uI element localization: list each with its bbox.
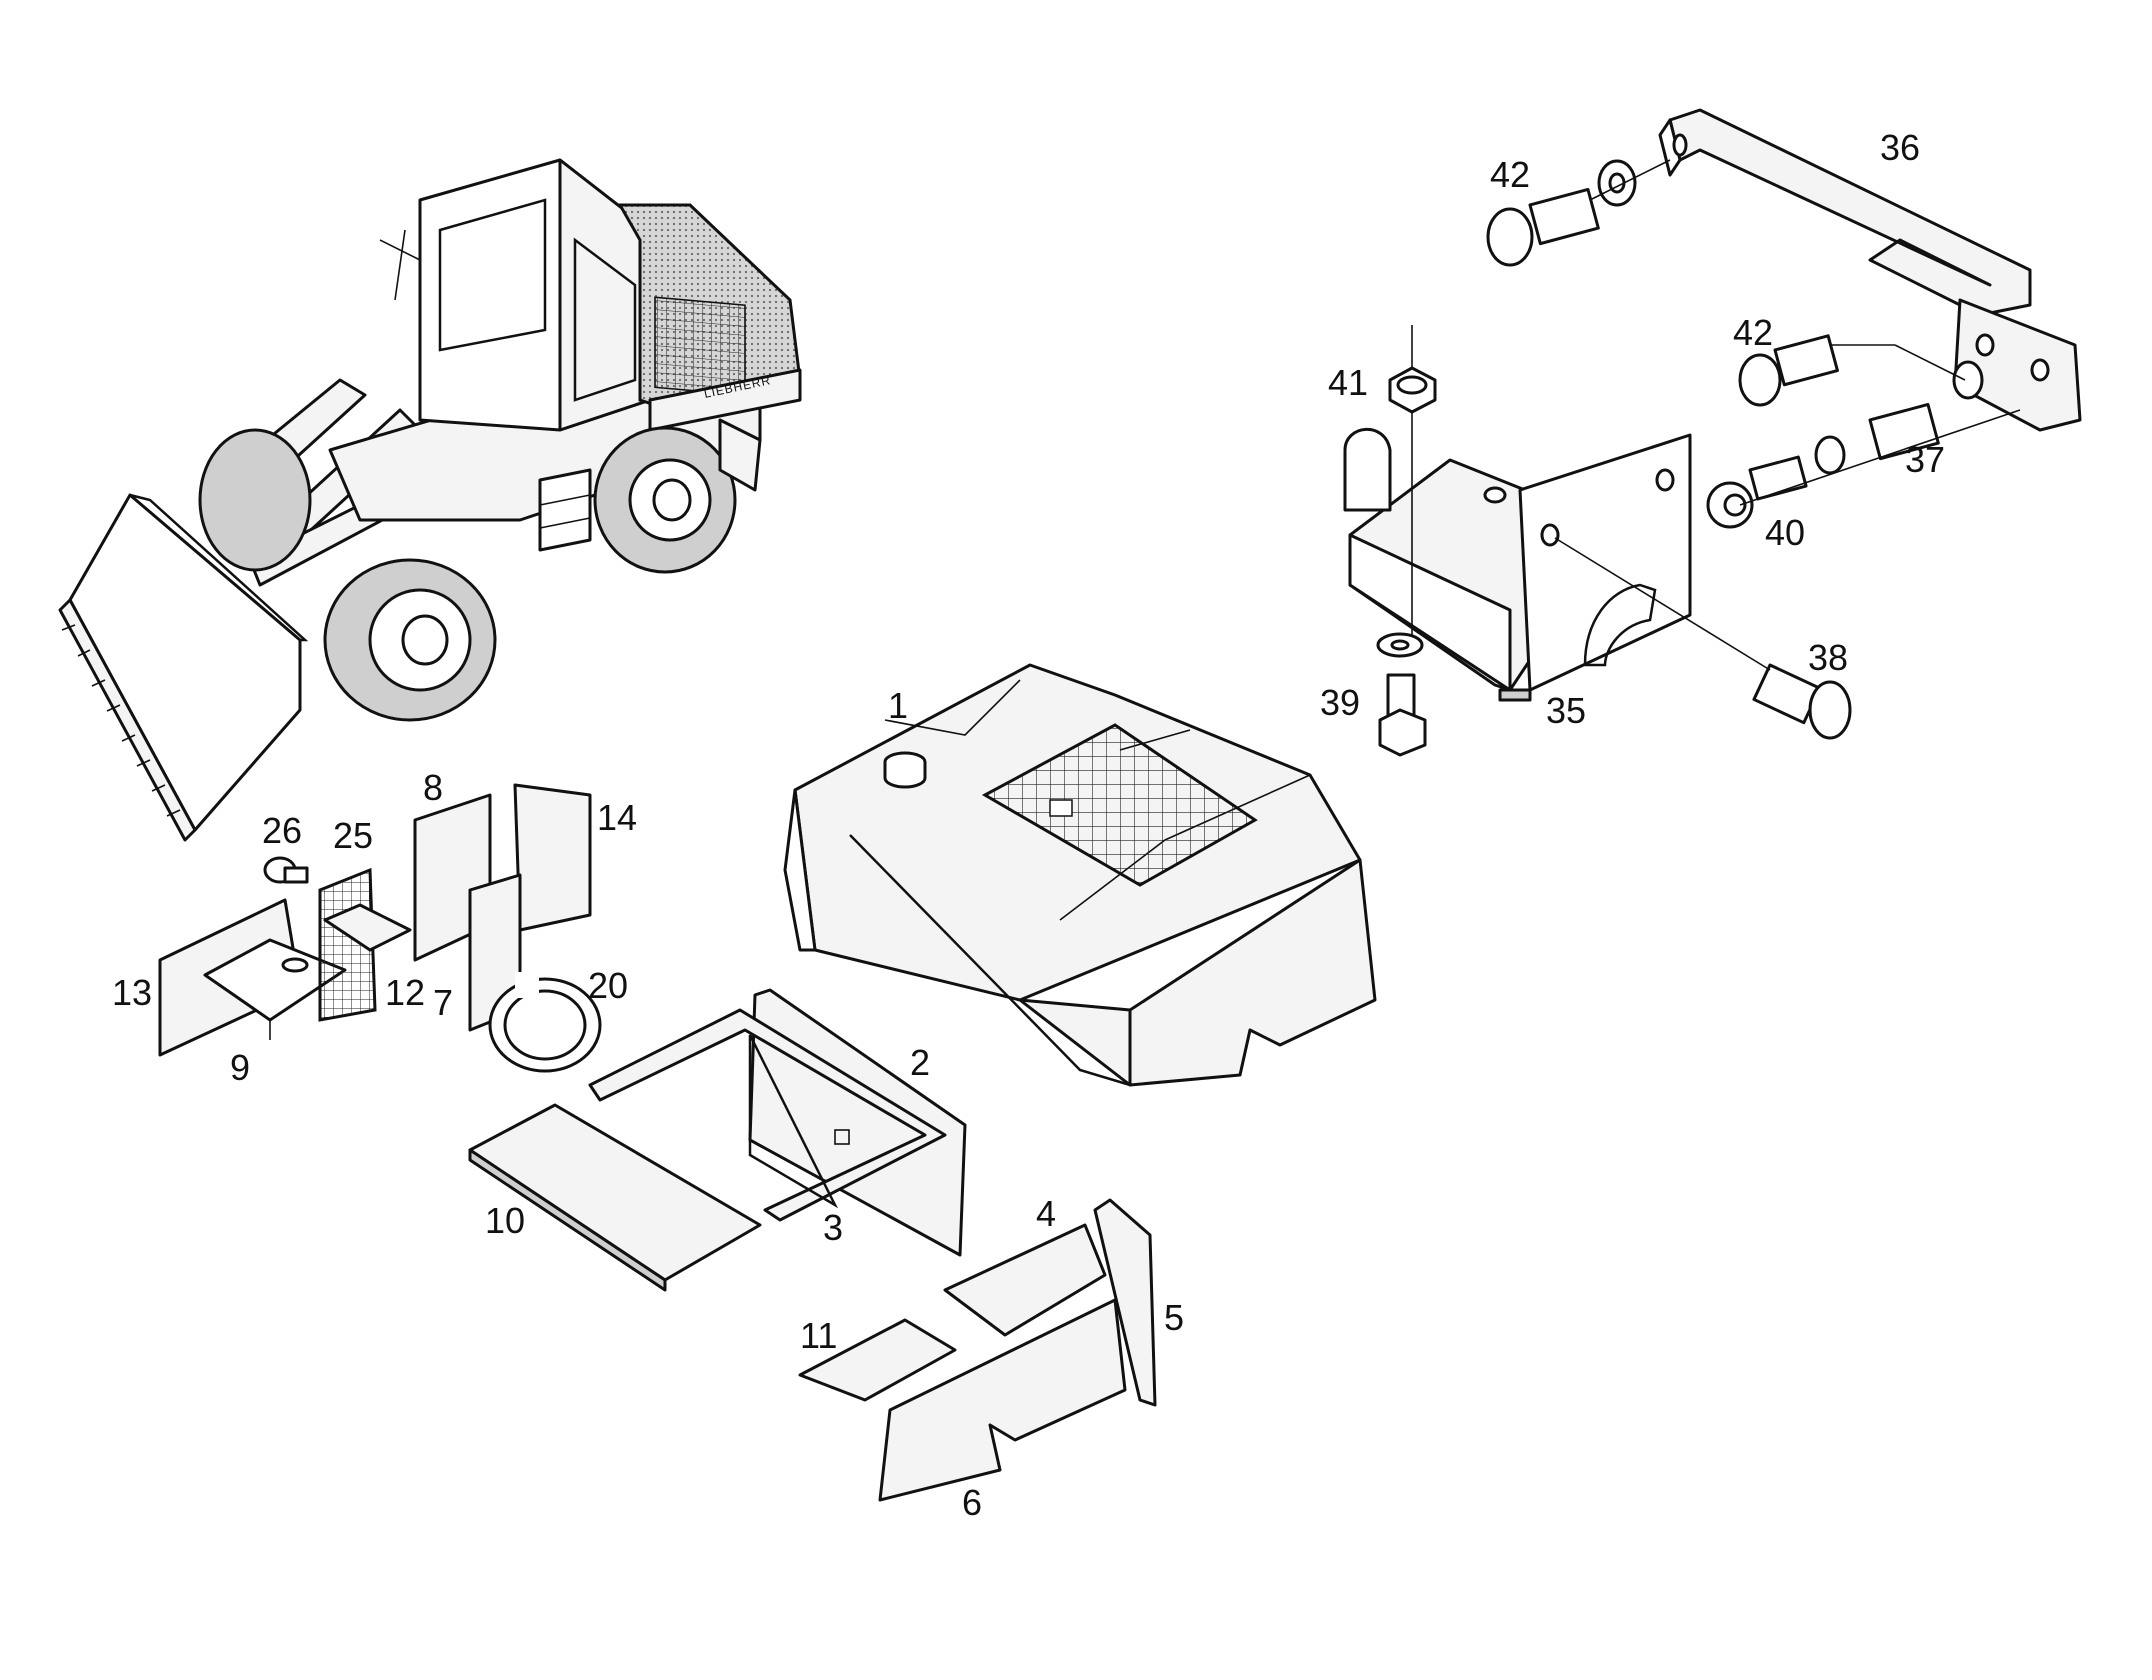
callout-10: 10 [485,1200,525,1241]
wheel-loader-illustration: LIEBHERR [58,158,802,842]
callout-5: 5 [1164,1297,1184,1338]
callout-35: 35 [1546,690,1586,731]
part-2-3-frame [588,988,967,1257]
callout-14: 14 [597,797,637,838]
callout-36: 36 [1880,127,1920,168]
callout-42-lower: 42 [1733,312,1773,353]
callout-26: 26 [262,810,302,851]
callout-41: 41 [1328,362,1368,403]
callout-4: 4 [1036,1193,1056,1234]
part-10-panel [468,1103,762,1292]
callout-38: 38 [1808,637,1848,678]
callout-9: 9 [230,1047,250,1088]
callout-7: 7 [433,982,453,1023]
callout-labels: 1 2 3 4 5 6 7 8 9 10 11 12 13 14 20 25 2… [112,127,1945,1523]
callout-42-upper: 42 [1490,154,1530,195]
callout-40: 40 [1765,512,1805,553]
callout-11: 11 [800,1315,837,1356]
callout-6: 6 [962,1482,982,1523]
callout-12: 12 [385,972,425,1013]
callout-37: 37 [1905,439,1945,480]
upper-right-bracket-assembly [1343,108,2082,757]
part-1-engine-hood [783,663,1377,1087]
callout-3: 3 [823,1207,843,1248]
callout-39: 39 [1320,682,1360,723]
callout-20: 20 [588,965,628,1006]
callout-1: 1 [888,685,908,726]
callout-13: 13 [112,972,152,1013]
callout-2: 2 [910,1042,930,1083]
callout-8: 8 [423,767,443,808]
callout-25: 25 [333,815,373,856]
part-4-5-6-11-panels [798,1198,1157,1502]
left-parts-cluster [158,783,602,1073]
